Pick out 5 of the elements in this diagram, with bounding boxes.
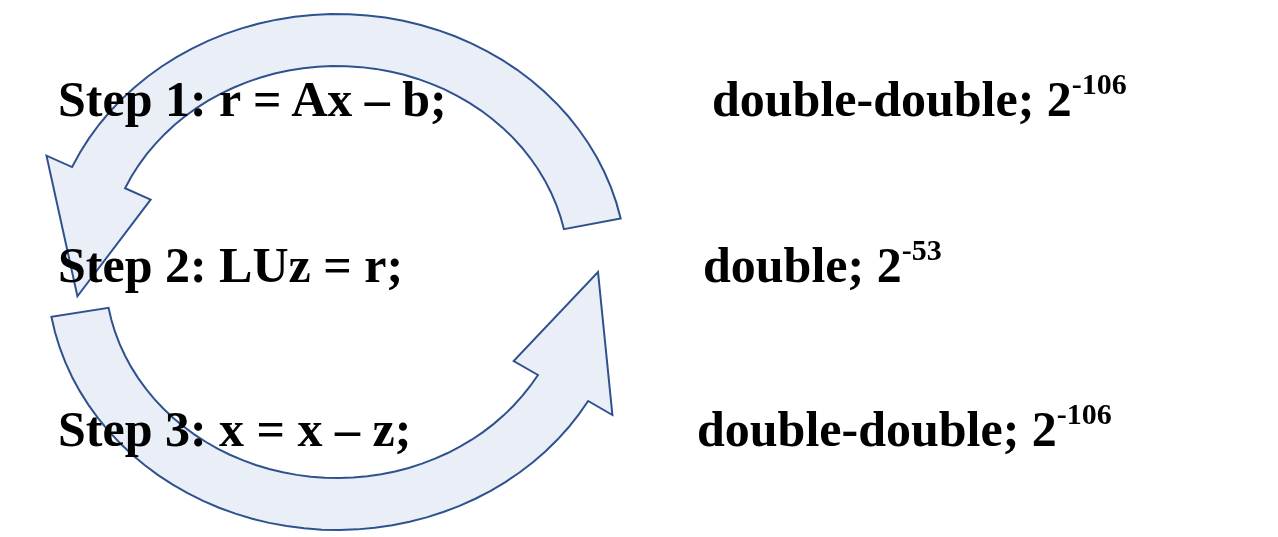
curved-block-arrow <box>45 13 622 299</box>
curved-block-arrow <box>50 269 614 531</box>
precision-label: double-double; 2$^{-106}$ <box>712 70 1127 129</box>
precision-label: double; 2$^{-53}$ <box>703 236 942 295</box>
precision-label: double-double; 2$^{-106}$ <box>697 400 1112 459</box>
